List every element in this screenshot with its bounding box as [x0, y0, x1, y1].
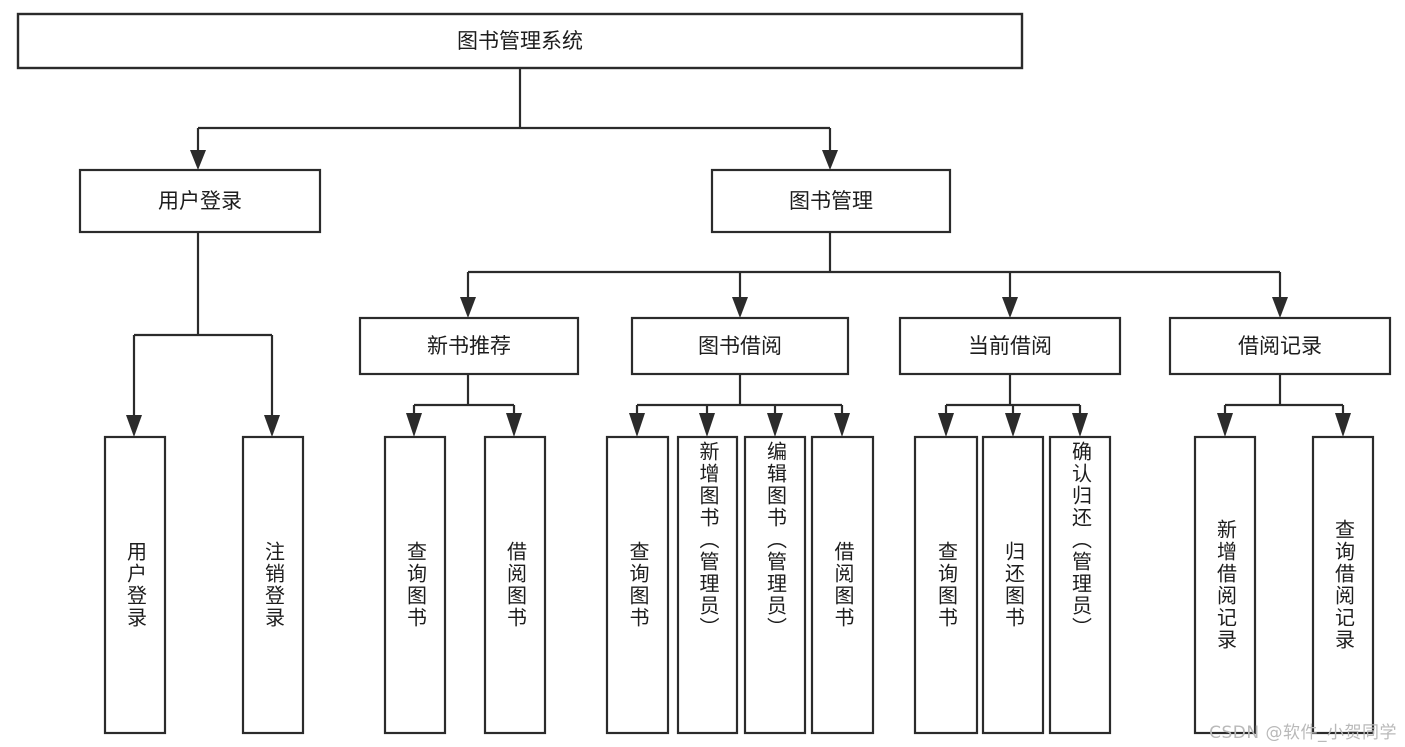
leaf-rect-borrow-1[interactable] [605, 435, 670, 735]
arrow-recommend-child-1 [406, 413, 422, 437]
arrow-book-mgmt-child-2 [732, 297, 748, 318]
arrow-borrow-child-4 [834, 413, 850, 437]
arrow-user-login-child-1 [126, 415, 142, 437]
node-borrow-record-label: 借阅记录 [1238, 334, 1322, 358]
arrow-book-mgmt-child-4 [1272, 297, 1288, 318]
node-new-book-recommend-rect[interactable] [358, 316, 580, 376]
node-book-borrow-label: 图书借阅 [698, 334, 782, 358]
leaf-rect-record-2[interactable] [1311, 435, 1375, 735]
arrow-borrow-child-1 [629, 413, 645, 437]
node-borrow-record-rect[interactable] [1168, 316, 1392, 376]
leaf-rects-borrow-record [1193, 435, 1375, 735]
leaf-rect-current-2[interactable] [981, 435, 1045, 735]
node-new-book-recommend-label: 新书推荐 [427, 334, 511, 358]
leaf-rect-recommend-2[interactable] [483, 435, 547, 735]
connectors-layer [126, 68, 1351, 437]
leaf-rect-borrow-3[interactable] [743, 435, 807, 735]
leaf-rect-record-1[interactable] [1193, 435, 1257, 735]
node-root[interactable]: 图书管理系统 [16, 12, 1024, 70]
nodes-layer: 图书管理系统 用户登录 图书管理 新书推荐 图书借阅 当前 [16, 12, 1392, 735]
arrow-user-login-child-2 [264, 415, 280, 437]
node-book-borrow-rect[interactable] [630, 316, 850, 376]
node-user-login-rect[interactable] [78, 168, 322, 234]
node-user-login[interactable]: 用户登录 [78, 168, 322, 234]
leaf-rects-user-login [103, 435, 305, 735]
arrow-recommend-child-2 [506, 413, 522, 437]
arrow-borrow-child-2 [699, 413, 715, 437]
leaf-rect-user-login-1[interactable] [103, 435, 167, 735]
node-book-management-label: 图书管理 [789, 189, 873, 213]
arrow-record-child-1 [1217, 413, 1233, 437]
node-user-login-label: 用户登录 [158, 189, 242, 213]
node-current-borrow[interactable]: 当前借阅 [898, 316, 1122, 376]
leaf-rect-current-1[interactable] [913, 435, 979, 735]
leaf-rect-user-login-2[interactable] [241, 435, 305, 735]
arrow-current-child-1 [938, 413, 954, 437]
node-root-label: 图书管理系统 [457, 29, 583, 53]
node-root-rect[interactable] [16, 12, 1024, 70]
arrow-book-mgmt-child-3 [1002, 297, 1018, 318]
node-borrow-record[interactable]: 借阅记录 [1168, 316, 1392, 376]
node-new-book-recommend[interactable]: 新书推荐 [358, 316, 580, 376]
leaf-rects-new-book-recommend [383, 435, 547, 735]
csdn-watermark: CSDN @软件_小贺同学 [1209, 723, 1397, 743]
arrow-root-to-book-mgmt [822, 150, 838, 170]
node-book-borrow[interactable]: 图书借阅 [630, 316, 850, 376]
leaf-rects-current-borrow [913, 435, 1112, 735]
arrow-current-child-3 [1072, 413, 1088, 437]
arrow-root-to-user-login [190, 150, 206, 170]
leaf-rect-current-3[interactable] [1048, 435, 1112, 735]
arrow-book-mgmt-child-1 [460, 297, 476, 318]
leaf-rect-recommend-1[interactable] [383, 435, 447, 735]
leaf-rect-borrow-2[interactable] [676, 435, 739, 735]
node-current-borrow-rect[interactable] [898, 316, 1122, 376]
node-book-management[interactable]: 图书管理 [710, 168, 952, 234]
arrow-current-child-2 [1005, 413, 1021, 437]
node-current-borrow-label: 当前借阅 [968, 334, 1052, 358]
arrow-record-child-2 [1335, 413, 1351, 437]
arrow-borrow-child-3 [767, 413, 783, 437]
leaf-rects-book-borrow [605, 435, 875, 735]
node-book-management-rect[interactable] [710, 168, 952, 234]
leaf-rect-borrow-4[interactable] [810, 435, 875, 735]
